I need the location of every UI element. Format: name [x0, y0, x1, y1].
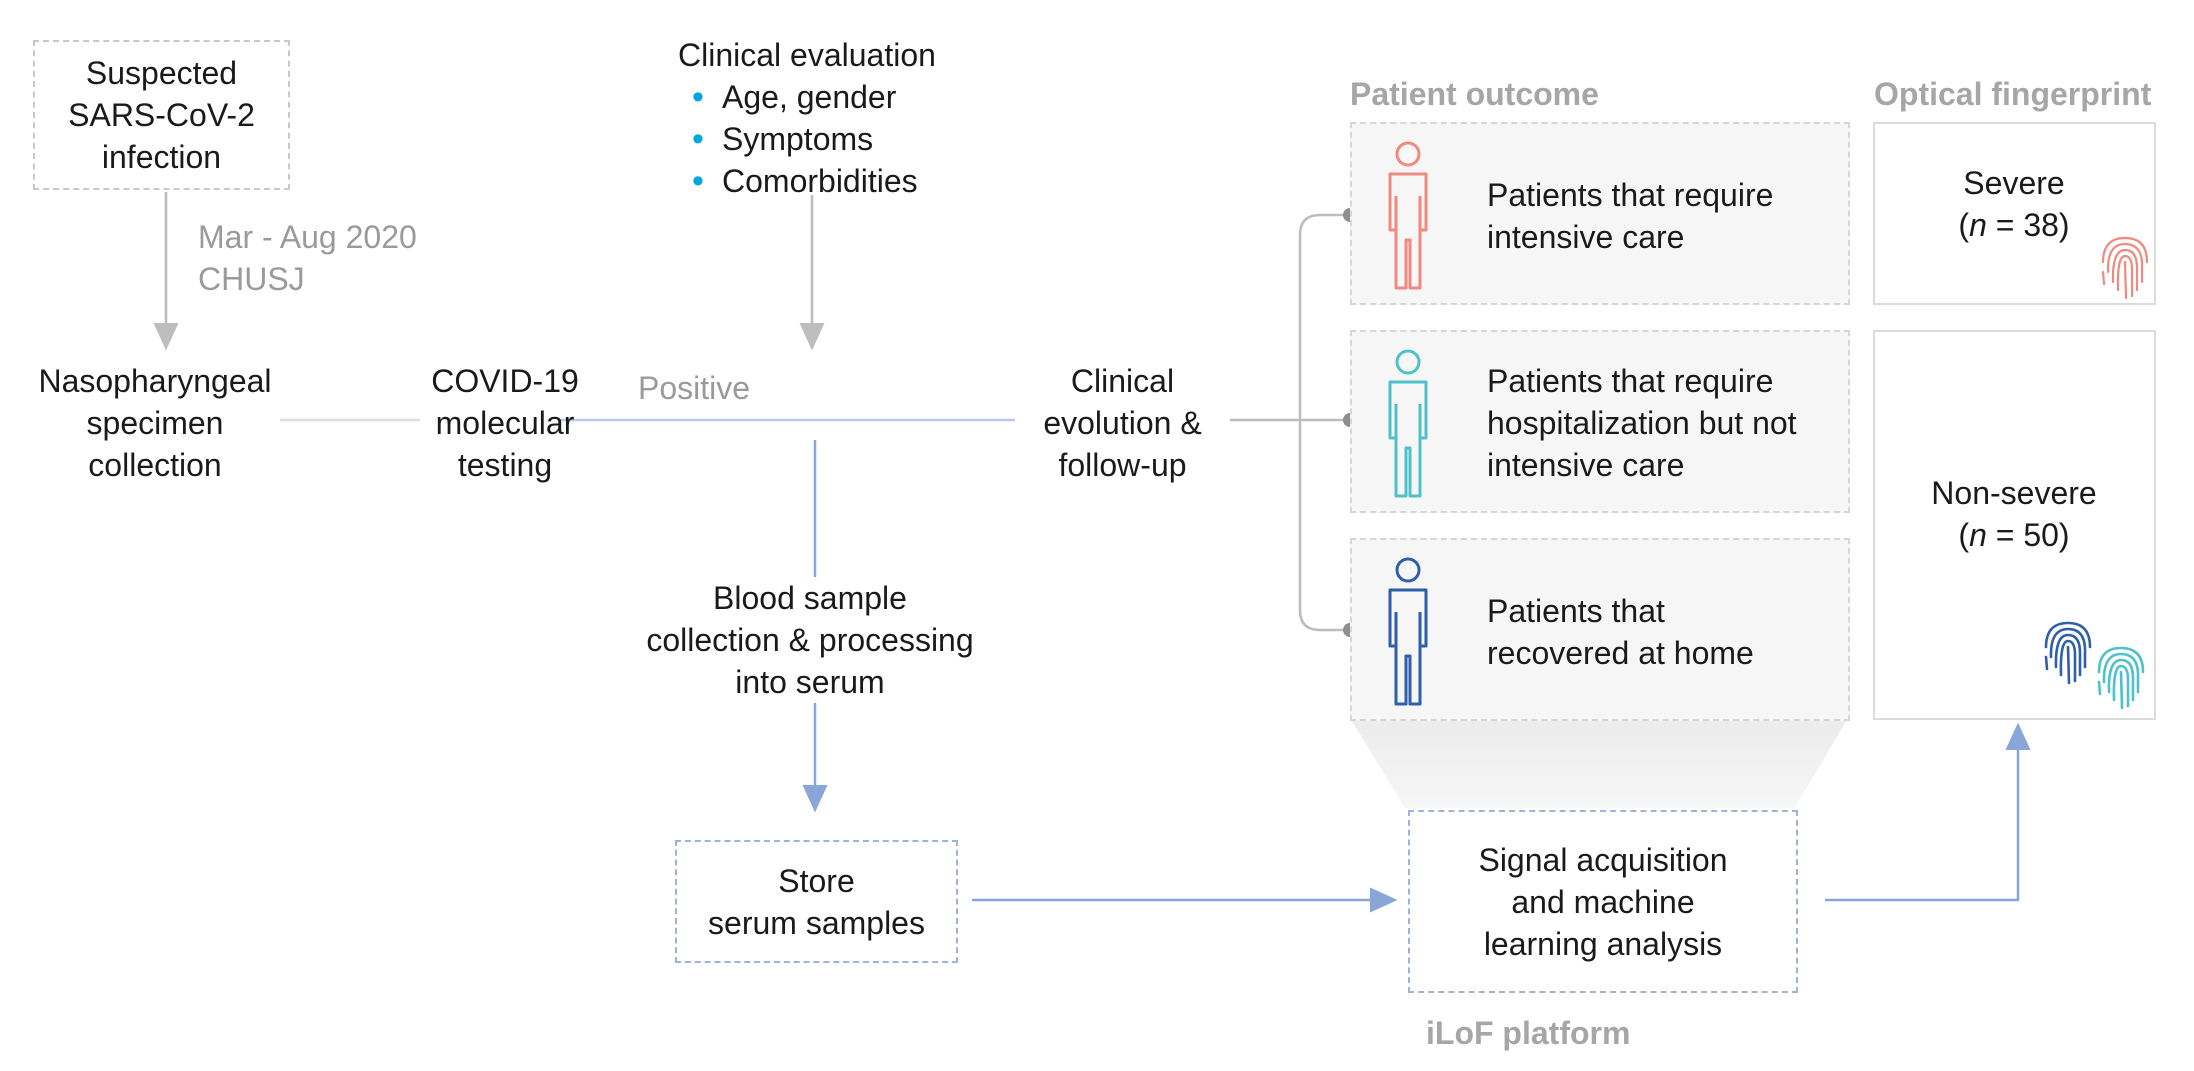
- period-site: CHUSJ: [198, 261, 305, 297]
- outcome2-line-1: Patients that require: [1487, 363, 1774, 399]
- store-line-1: Store: [778, 862, 855, 899]
- naso-line-3: collection: [88, 447, 222, 483]
- severe-fingerprint-box: Severe (n = 38): [1873, 122, 2156, 305]
- naso-line-2: specimen: [86, 405, 224, 441]
- nonsevere-label: Non-severe: [1931, 475, 2097, 511]
- evolution-line-2: evolution &: [1043, 405, 1202, 441]
- blood-line-3: into serum: [735, 664, 885, 700]
- criterion-symptoms: Symptoms: [692, 118, 936, 160]
- covid-line-2: molecular: [435, 405, 575, 441]
- store-serum-box: Store serum samples: [675, 840, 958, 963]
- person-icon-home: [1388, 557, 1428, 706]
- person-icon-hospitalization: [1388, 349, 1428, 498]
- person-icon-intensive: [1388, 141, 1428, 290]
- severe-label: Severe: [1963, 165, 2065, 201]
- evolution-line-3: follow-up: [1058, 447, 1187, 483]
- suspected-line-3: infection: [101, 139, 222, 175]
- branch-lines: [1298, 213, 1350, 632]
- outcome-intensive-care: Patients that require intensive care: [1350, 122, 1850, 305]
- arrow-signal-to-fingerprint: [1825, 722, 2031, 902]
- outcome1-line-2: intensive care: [1487, 219, 1685, 255]
- period-dates: Mar - Aug 2020: [198, 219, 417, 255]
- suspected-infection-box: Suspected SARS-CoV-2 infection: [33, 40, 290, 190]
- patient-outcome-header: Patient outcome: [1350, 76, 1599, 112]
- outcome2-line-3: intensive care: [1487, 447, 1685, 483]
- outcome1-line-1: Patients that require: [1487, 177, 1774, 213]
- signal-line-2: and machine: [1511, 883, 1695, 920]
- clinical-evolution: Clinical evolution & follow-up: [1015, 360, 1230, 486]
- store-line-2: serum samples: [708, 904, 925, 941]
- funnel-shape: [1350, 718, 1848, 808]
- outcome-hospitalization: Patients that require hospitalization bu…: [1350, 330, 1850, 513]
- outcome2-line-2: hospitalization but not: [1487, 405, 1797, 441]
- signal-line-3: learning analysis: [1483, 925, 1723, 962]
- clinical-evaluation: Clinical evaluation Age, gender Symptoms…: [678, 34, 936, 202]
- suspected-line-1: Suspected: [85, 55, 238, 91]
- signal-acquisition-box: Signal acquisition and machine learning …: [1408, 810, 1798, 993]
- clinical-evaluation-title: Clinical evaluation: [678, 37, 936, 73]
- ilof-platform-label: iLoF platform: [1426, 1015, 1631, 1051]
- covid-line-1: COVID-19: [431, 363, 579, 399]
- blood-sample-collection: Blood sample collection & processing int…: [625, 577, 995, 703]
- clinical-evaluation-list: Age, gender Symptoms Comorbidities: [692, 76, 936, 202]
- criterion-age-gender: Age, gender: [692, 76, 936, 118]
- covid-line-3: testing: [457, 447, 553, 483]
- fingerprint-icon-severe: [2101, 236, 2149, 300]
- nasopharyngeal-collection: Nasopharyngeal specimen collection: [20, 360, 290, 486]
- evolution-line-1: Clinical: [1070, 363, 1175, 399]
- covid-molecular-testing: COVID-19 molecular testing: [410, 360, 600, 486]
- outcome-recovered-home: Patients that recovered at home: [1350, 538, 1850, 721]
- nonsevere-count: (n = 50): [1958, 517, 2070, 553]
- study-period: Mar - Aug 2020 CHUSJ: [198, 216, 417, 300]
- nonsevere-fingerprint-box: Non-severe (n = 50): [1873, 330, 2156, 720]
- outcome3-line-1: Patients that: [1487, 593, 1665, 629]
- outcome3-line-2: recovered at home: [1487, 635, 1754, 671]
- optical-fingerprint-header: Optical fingerprint: [1874, 76, 2152, 112]
- criterion-comorbidities: Comorbidities: [692, 160, 936, 202]
- fingerprint-icon-home: [2044, 621, 2092, 685]
- suspected-line-2: SARS-CoV-2: [68, 97, 255, 133]
- naso-line-1: Nasopharyngeal: [38, 363, 272, 399]
- positive-label: Positive: [638, 370, 751, 406]
- severe-count: (n = 38): [1958, 207, 2070, 243]
- signal-line-1: Signal acquisition: [1478, 841, 1728, 878]
- blood-line-2: collection & processing: [646, 622, 974, 658]
- blood-line-1: Blood sample: [713, 580, 907, 616]
- fingerprint-icon-hospitalization: [2097, 646, 2145, 710]
